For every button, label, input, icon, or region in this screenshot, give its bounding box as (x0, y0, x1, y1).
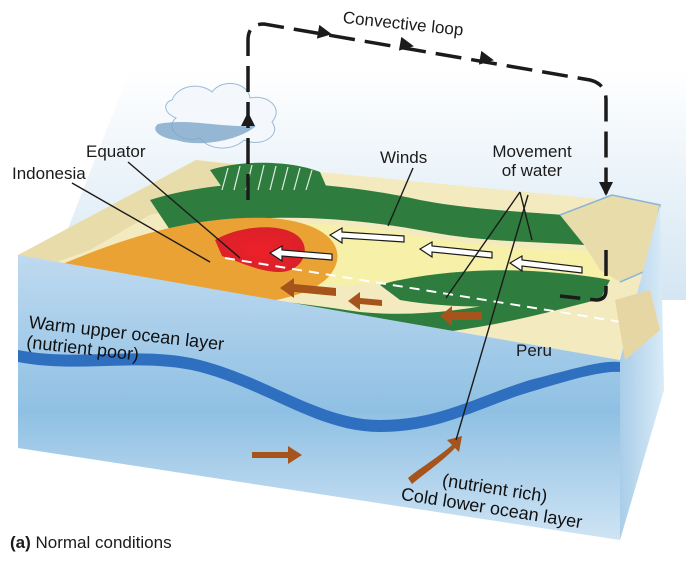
equator-label: Equator (86, 142, 146, 161)
green-zone-east (380, 268, 610, 307)
wind-arrow-3 (508, 254, 583, 274)
wind-arrows (268, 226, 583, 274)
ocean-block-front (18, 255, 620, 540)
rain-zone (210, 162, 330, 196)
land-peru (615, 290, 660, 360)
water-arrow-3 (440, 306, 482, 326)
equator-line (224, 257, 641, 326)
ocean-block-side (620, 205, 664, 540)
water-arrow-1 (348, 292, 382, 310)
movement-of-water-line-2: of water (501, 161, 563, 180)
deep-water-arrow (252, 446, 302, 464)
land-americas (560, 195, 660, 282)
caption-text: Normal conditions (30, 533, 172, 552)
cloud-shadow (155, 122, 256, 144)
movement-of-water-line-1: Movement (492, 142, 572, 161)
peru-label: Peru (516, 341, 552, 360)
surface-water-arrows (280, 278, 482, 326)
figure-caption: (a) Normal conditions (10, 533, 172, 553)
winds-label: Winds (380, 148, 428, 167)
convective-loop-arrowheads (241, 24, 613, 196)
wind-arrow-1 (328, 226, 405, 245)
convective-loop (246, 22, 608, 302)
land-asia (18, 160, 260, 268)
label-leader-lines (71, 161, 533, 441)
indonesia-label: Indonesia (12, 164, 86, 183)
upwelling-arrow (408, 436, 462, 484)
thermocline (18, 350, 620, 432)
wind-arrow-4 (268, 244, 333, 263)
movement-of-water-label: Movement of water (470, 142, 594, 180)
water-arrow-2 (280, 278, 336, 298)
caption-tag: (a) (10, 533, 31, 552)
wind-arrow-2 (418, 240, 493, 259)
green-zone-north (150, 183, 640, 250)
